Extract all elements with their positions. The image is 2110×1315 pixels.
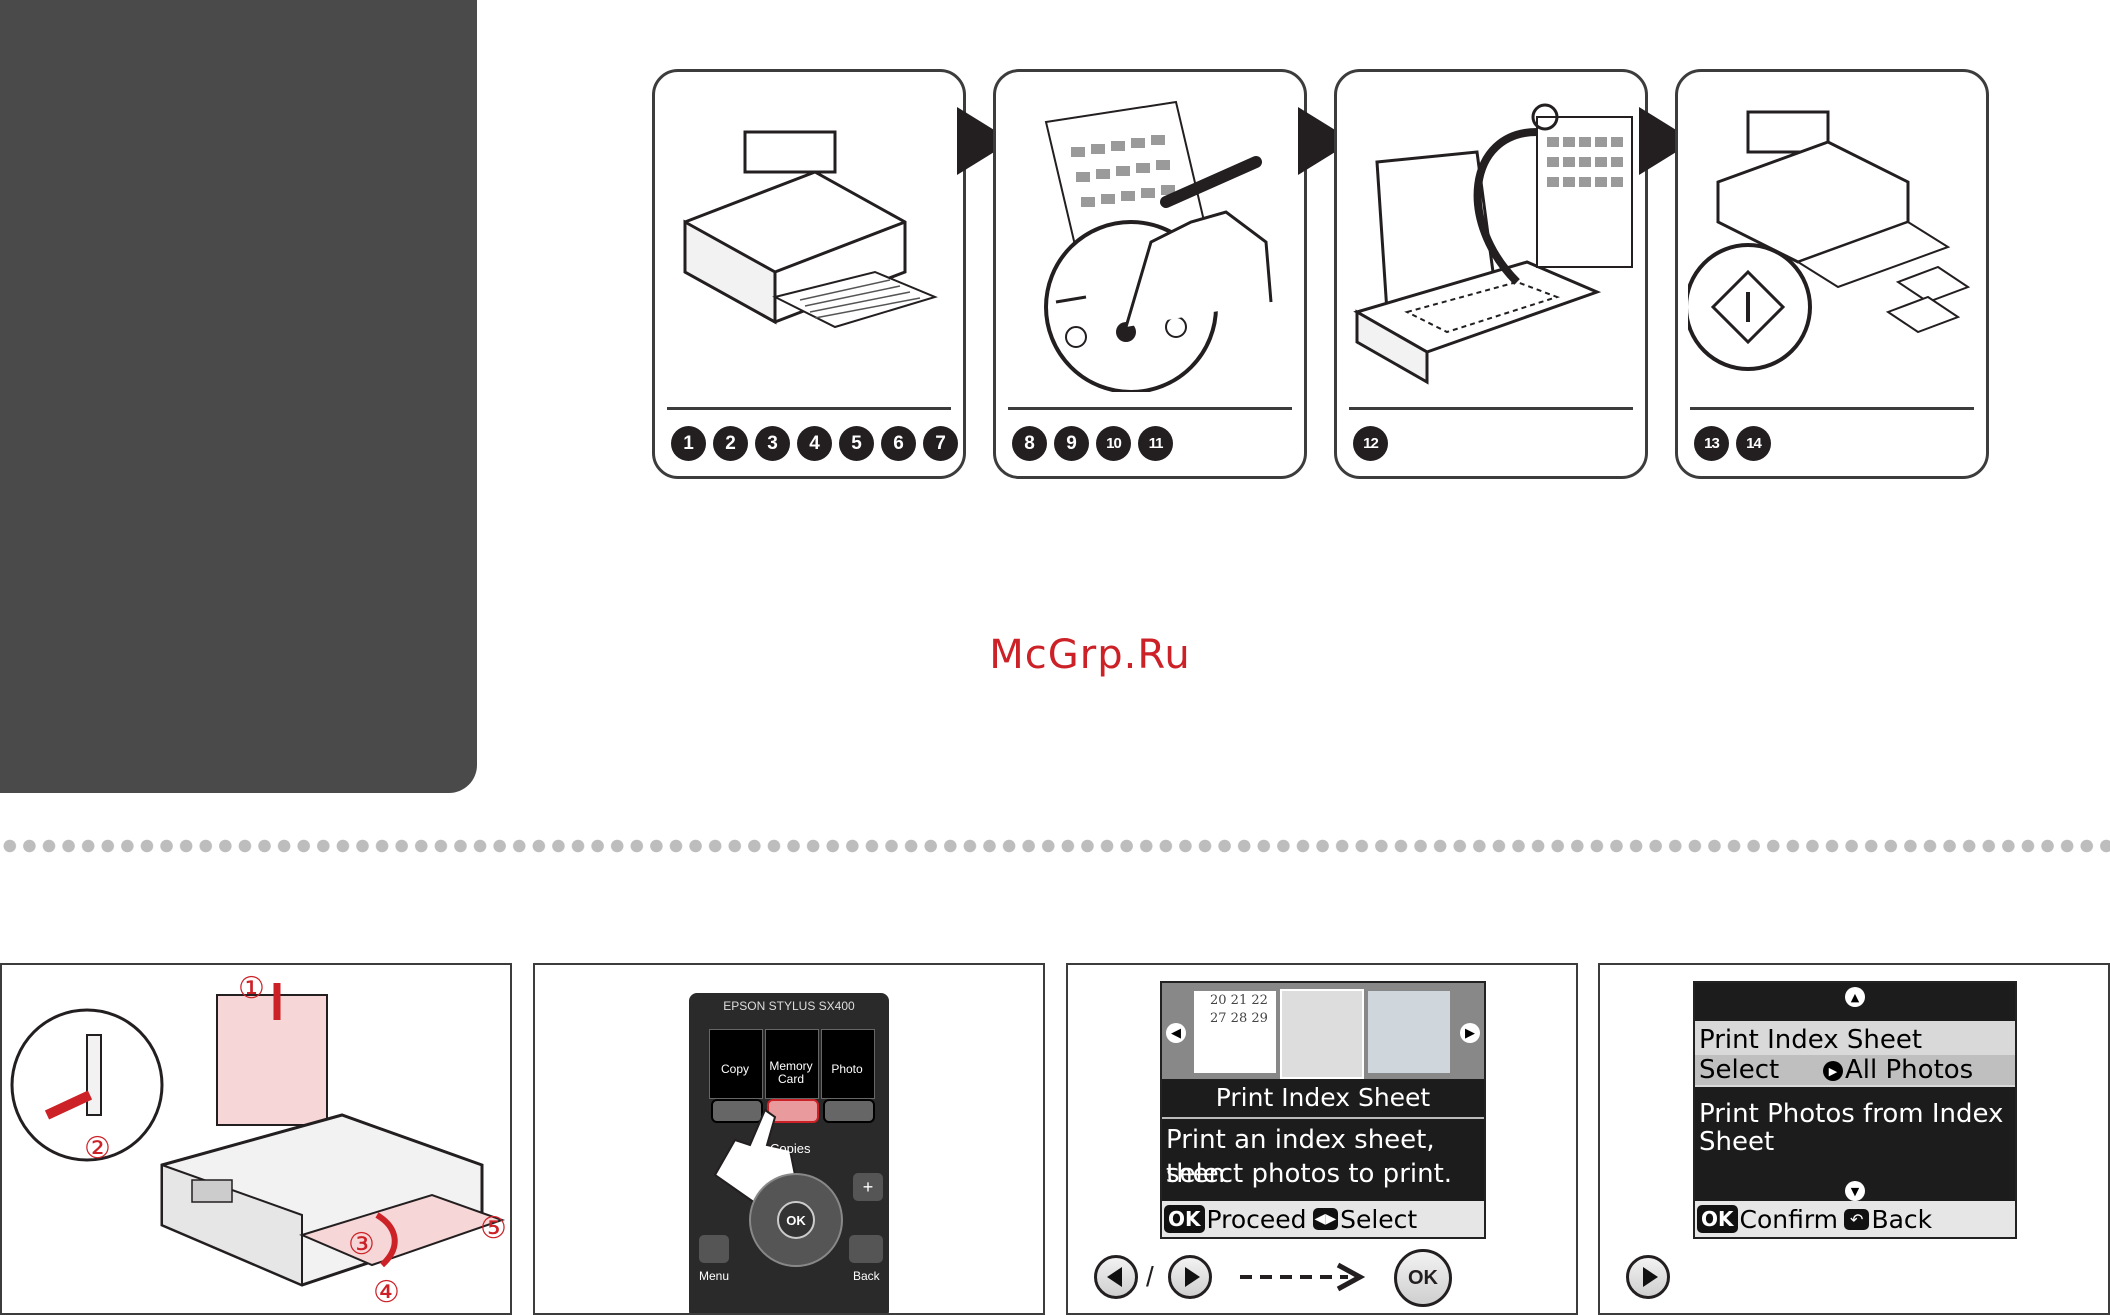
callout-1: ① (238, 972, 265, 1005)
step-divider (1008, 407, 1292, 410)
printer-printing-index-sheet-illustration (683, 130, 938, 329)
callout-5: ⑤ (480, 1212, 507, 1245)
ok-button-icon[interactable]: OK (1394, 1249, 1452, 1307)
step-badge: 10 (1096, 426, 1131, 461)
step-divider (1690, 407, 1974, 410)
copies-label: Copies (770, 1141, 811, 1156)
step-1-badges: 1 2 3 4 5 6 7 (671, 426, 958, 461)
step-3-badges: 12 (1353, 426, 1388, 461)
slash: / (1146, 1261, 1154, 1292)
left-button-icon[interactable] (1094, 1255, 1138, 1299)
lcd-title: Print Index Sheet (1215, 1083, 1431, 1112)
step-badge: 7 (923, 426, 958, 461)
callout-3: ③ (348, 1228, 375, 1261)
sidebar-tab (0, 0, 477, 793)
back-button[interactable] (849, 1235, 883, 1263)
right-arrow-icon: ▶ (1460, 1023, 1480, 1043)
step-badge: 8 (1012, 426, 1047, 461)
copy-label: Copy (720, 1062, 749, 1076)
step-badge: 1 (671, 426, 706, 461)
right-button-icon[interactable] (1168, 1255, 1212, 1299)
index-thumbnail (1280, 989, 1364, 1079)
scanning-index-sheet-illustration (1353, 103, 1633, 385)
step-badge: 3 (755, 426, 790, 461)
menu-row-3-line-1: Print Photos from Index (1699, 1099, 2004, 1129)
step-2-badges: 8 9 10 11 (1012, 426, 1173, 461)
start-printing-illustration (1688, 110, 1971, 371)
lcd-screen: ▲ Print Index Sheet Select ▶ All Photos … (1693, 981, 2017, 1239)
step-badge: 5 (839, 426, 874, 461)
model-label: EPSON STYLUS SX400 (723, 999, 855, 1013)
dashed-arrow-icon (1240, 1262, 1366, 1292)
right-arrow-icon: ▶ (1823, 1061, 1843, 1081)
copy-mode-key[interactable] (709, 1029, 763, 1099)
panel-load-paper: ① ② ③ ④ ⑤ (0, 963, 512, 1315)
lcd-screen: ◀ 20 21 22 27 28 29 ▶ Print Index Sheet … (1160, 981, 1486, 1239)
plus-button[interactable]: + (853, 1173, 883, 1201)
memory-card-label: Memory Card (769, 1059, 813, 1086)
calendar-row-1: 20 21 22 (1210, 993, 1268, 1008)
photo-thumbnail (1368, 991, 1450, 1073)
back-arrow-icon: ↶ (1844, 1208, 1870, 1230)
step-badge: 4 (797, 426, 832, 461)
photo-mode-key[interactable] (821, 1029, 875, 1099)
panel-print-index-menu: ▲ Print Index Sheet Select ▶ All Photos … (1598, 963, 2110, 1315)
select-label: Select (1340, 1204, 1418, 1234)
memory-card-button[interactable] (767, 1099, 819, 1123)
lcd-desc-line-2: select photos to print. (1166, 1159, 1453, 1189)
memory-card-mode-key[interactable] (765, 1029, 819, 1099)
step-badge: 6 (881, 426, 916, 461)
panel-print-index-intro: ◀ 20 21 22 27 28 29 ▶ Print Index Sheet … (1066, 963, 1578, 1315)
calendar-row-2: 27 28 29 (1210, 1011, 1268, 1026)
watermark: McGrp.Ru (989, 632, 1191, 678)
proceed-label: Proceed (1206, 1204, 1307, 1234)
menu-row-1: Print Index Sheet (1699, 1025, 1923, 1055)
ok-chip: OK (1164, 1205, 1205, 1233)
down-arrow-icon: ▼ (1845, 1181, 1865, 1201)
menu-row-select-highlight (1695, 1055, 2015, 1085)
menu-row-3-line-2: Sheet (1699, 1127, 1775, 1157)
photo-button[interactable] (823, 1099, 875, 1123)
step-badge: 2 (713, 426, 748, 461)
menu-label: Menu (699, 1269, 730, 1283)
copy-button[interactable] (711, 1099, 763, 1123)
back-label: Back (853, 1269, 880, 1283)
callout-2: ② (84, 1132, 111, 1165)
step-badge: 12 (1353, 426, 1388, 461)
confirm-label: Confirm (1739, 1204, 1839, 1234)
ok-button[interactable]: OK (777, 1201, 815, 1239)
photo-label: Photo (831, 1062, 863, 1076)
back-label: Back (1871, 1204, 1933, 1234)
right-button-icon[interactable] (1626, 1255, 1670, 1299)
menu-row-2-label: Select (1699, 1055, 1780, 1085)
step-card-1: 1 2 3 4 5 6 7 (652, 69, 966, 479)
lcd-footer: OK Proceed ◀▶ Select (1162, 1201, 1484, 1237)
calendar-thumbnail (1194, 991, 1276, 1073)
dotted-separator (0, 838, 2110, 854)
panel-control-panel: EPSON STYLUS SX400 Copy Memory Card Phot… (533, 963, 1045, 1315)
left-arrow-icon: ◀ (1166, 1023, 1186, 1043)
step-divider (1349, 407, 1633, 410)
step-badge: 13 (1694, 426, 1729, 461)
step-badge: 11 (1138, 426, 1173, 461)
step-4-badges: 13 14 (1694, 426, 1771, 461)
step-badge: 9 (1054, 426, 1089, 461)
ok-chip: OK (1697, 1205, 1738, 1233)
callout-4: ④ (373, 1276, 400, 1309)
lcd-divider (1162, 1117, 1484, 1119)
up-arrow-icon: ▲ (1845, 987, 1865, 1007)
menu-row-2-value: All Photos (1845, 1055, 1974, 1085)
step-card-3: 12 (1334, 69, 1648, 479)
left-right-icon: ◀▶ (1312, 1208, 1339, 1230)
step-card-4: 13 14 (1675, 69, 1989, 479)
lcd-desc-line-1: Print an index sheet, then (1166, 1125, 1435, 1189)
menu-button[interactable] (699, 1235, 729, 1263)
loading-paper-illustration (10, 983, 506, 1287)
marking-index-sheet-illustration (1044, 100, 1273, 392)
step-card-2: 8 9 10 11 (993, 69, 1307, 479)
step-divider (667, 407, 951, 410)
step-badge: 14 (1736, 426, 1771, 461)
lcd-footer: OK Confirm ↶ Back (1695, 1201, 2015, 1237)
